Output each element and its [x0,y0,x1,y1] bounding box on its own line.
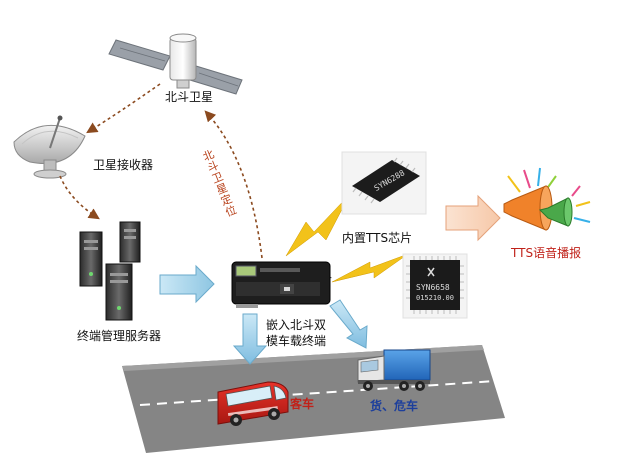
syn-chip-code: 015210.00 [416,294,454,302]
receiver-label: 卫星接收器 [93,158,154,172]
syn-chip-icon [406,256,464,314]
terminal-label-line1: 嵌入北斗双 [266,318,327,332]
tts-chip-label: 内置TTS芯片 [342,231,413,245]
server-label: 终端管理服务器 [77,329,162,343]
beidou-satellite-icon [108,33,243,95]
terminal-to-bus-arrow [232,313,268,365]
lightning-to-tts-chip [285,193,351,257]
speaker-icon [503,167,591,231]
terminal-to-truck-arrow [329,299,368,349]
satellite-receiver-icon [13,115,86,179]
syn-chip-model: SYN6658 [416,283,450,292]
lightning-to-chip2 [331,253,409,283]
sat-to-receiver-arrow [86,83,161,134]
server-to-terminal-arrow [159,264,215,304]
bus-label: 客车 [290,397,315,411]
truck-label: 货、危车 [370,399,419,413]
receiver-to-server-arrow [59,175,100,220]
tts-broadcast-label: TTS语音播报 [511,246,582,260]
positioning-label: 北斗卫星定位 [201,148,239,238]
vehicle-terminal-icon [231,261,332,308]
bus-icon [217,381,289,426]
positioning-label-text: 北斗卫星定位 [201,147,239,220]
terminal-label-line2: 模车载终端 [266,334,327,348]
truck-icon [357,349,431,391]
satellite-label: 北斗卫星 [165,90,214,104]
chip-to-speaker-arrow [445,194,501,242]
management-server-icon [79,221,141,321]
tts-chip-icon [352,157,420,204]
